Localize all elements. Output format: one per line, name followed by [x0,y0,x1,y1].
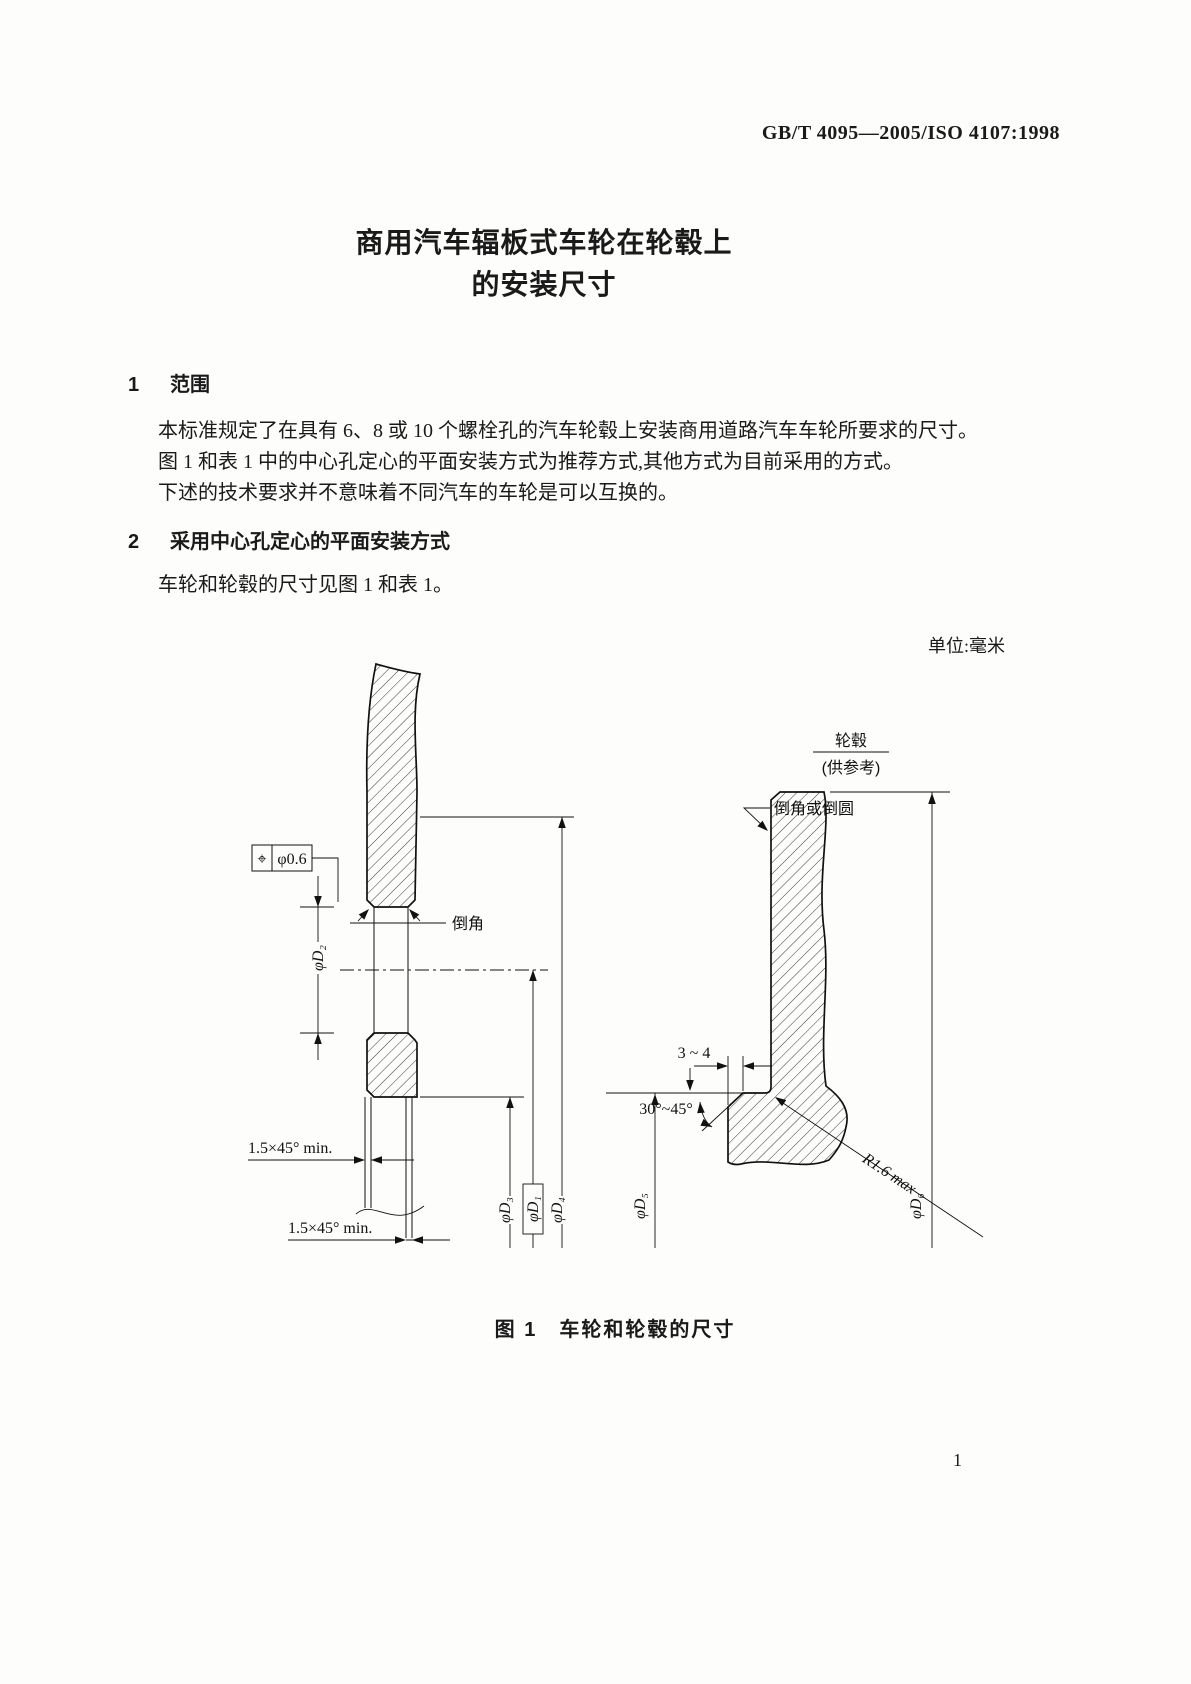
chamfer-label: 倒角 [452,915,484,933]
figure-caption: 图 1 车轮和轮毂的尺寸 [494,1319,736,1341]
technical-drawing: ⌖ φ0.6 倒角 φD₂ [248,662,984,1248]
break-line [355,1205,425,1216]
dim-d1-label: φD₁ [525,1196,542,1222]
spigot-length-label: 3 ~ 4 [678,1045,711,1062]
dim-d4: φD₄ [549,817,566,1248]
bolt-hole-chamfer-dim-2: 1.5×45° min. [288,1220,450,1244]
dim-d5-label: φD₅ [632,1193,649,1219]
page-number: 1 [953,1450,962,1470]
dim-d2: φD₂ [300,876,334,1060]
section-1-heading: 1 范围 [128,368,210,397]
chamfer-min-label-1: 1.5×45° min. [248,1140,332,1157]
section-1-number: 1 [128,374,140,396]
figure-1: ⌖ φ0.6 倒角 φD₂ [0,650,1191,1300]
chamfer-angle-label: 30°~45° [639,1101,692,1118]
chamfer-min-label-2: 1.5×45° min. [288,1220,372,1237]
title-line-2: 的安装尺寸 [471,269,617,300]
hub-sublabel: (供参考) [822,759,881,777]
position-symbol-icon: ⌖ [257,851,266,868]
dim-d4-label: φD₄ [549,1197,566,1223]
document-title: 商用汽车辐板式车轮在轮毂上 的安装尺寸 [0,222,1088,306]
section-2-title: 采用中心孔定心的平面安装方式 [170,531,450,553]
bore-chamfer-callout: 倒角 [350,906,484,933]
section-2-heading: 2 采用中心孔定心的平面安装方式 [128,525,450,554]
bolt-hole-chamfer-dim-1: 1.5×45° min. [248,1140,414,1164]
hub-section: 轮毂 (供参考) 倒角或倒圆 3 ~ 4 [606,732,984,1248]
section-2-number: 2 [128,531,140,553]
dim-d1: φD₁ [522,970,544,1248]
hub-label: 轮毂 [835,732,867,750]
dim-d2-label: φD₂ [310,945,327,971]
dim-d5: φD₅ [632,1093,659,1248]
dim-d3: φD₃ [497,1097,514,1248]
paragraph: 车轮和轮毂的尺寸见图 1 和表 1。 [158,574,453,596]
wheel-disc-section: ⌖ φ0.6 倒角 φD₂ [248,662,574,1248]
paragraph: 图 1 和表 1 中的中心孔定心的平面安装方式为推荐方式,其他方式为目前采用的方… [158,451,903,473]
dim-d6: φD₆ [830,791,950,1248]
title-line-1: 商用汽车辐板式车轮在轮毂上 [355,227,733,258]
chamfer-angle-dim: 30°~45° [639,1068,714,1131]
section-1-title: 范围 [170,374,210,396]
standard-code: GB/T 4095—2005/ISO 4107:1998 [761,122,1060,144]
disc-upper-body [365,662,422,908]
hub-body [727,791,848,1166]
dim-d3-label: φD₃ [497,1197,514,1223]
disc-lower-body [366,1032,418,1098]
paragraph: 本标准规定了在具有 6、8 或 10 个螺栓孔的汽车轮毂上安装商用道路汽车车轮所… [158,420,978,442]
dim-d6-label: φD₆ [908,1193,925,1219]
tolerance-value: φ0.6 [277,851,306,868]
position-tolerance-frame: ⌖ φ0.6 [251,844,339,902]
fillet-radius-label: R1.6 max [859,1150,920,1198]
spigot-length-dim: 3 ~ 4 [678,1045,772,1105]
unit-note: 单位:毫米 [928,636,1006,656]
paragraph: 下述的技术要求并不意味着不同汽车的车轮是可以互换的。 [158,482,678,504]
